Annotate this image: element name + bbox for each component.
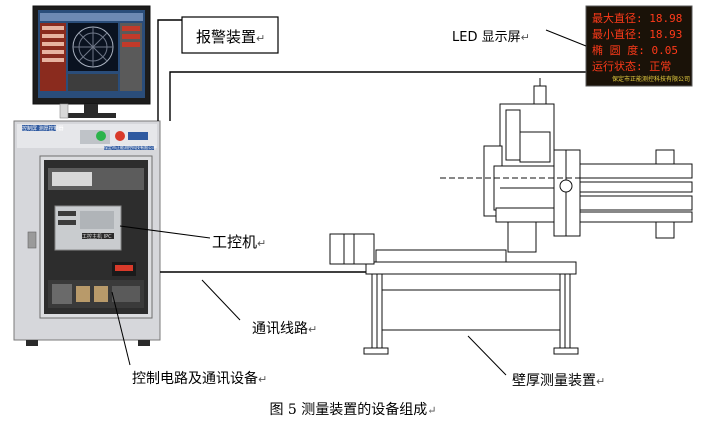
ipc-leader bbox=[119, 225, 211, 239]
alarm-line bbox=[157, 19, 182, 121]
control-leader bbox=[111, 291, 131, 366]
ipc-panel-label: 工控主机 IPC bbox=[82, 234, 112, 240]
cabinet-top-label: 控制屏 测厚控制器 bbox=[22, 126, 64, 132]
led-footer: 保定市正能测控科技有限公司 bbox=[612, 76, 691, 83]
control-cabinet bbox=[13, 120, 161, 346]
control-label: 控制电路及通讯设备↵ bbox=[132, 371, 268, 387]
comm-line-label: 通讯线路↵ bbox=[252, 321, 318, 337]
led-display bbox=[585, 5, 693, 87]
wall-leader bbox=[467, 335, 507, 376]
led-line-max: 最大直径: 18.98 bbox=[592, 12, 683, 25]
led-line-status: 运行状态: 正常 bbox=[592, 60, 672, 73]
red-button bbox=[115, 131, 125, 141]
leader-lines bbox=[111, 29, 587, 376]
comm-leader bbox=[201, 279, 241, 321]
figure-caption: 图 5 测量装置的设备组成↵ bbox=[269, 402, 437, 418]
green-button bbox=[96, 131, 106, 141]
led-label: LED 显示屏↵ bbox=[452, 30, 530, 45]
wall-gauge-label: 壁厚测量装置↵ bbox=[512, 373, 606, 389]
monitor bbox=[32, 5, 151, 119]
alarm-box bbox=[181, 16, 279, 54]
ipc-label: 工控机↵ bbox=[212, 233, 267, 251]
led-line-ovality: 椭 圆 度: 0.05 bbox=[592, 44, 678, 57]
led-line-min: 最小直径: 18.93 bbox=[592, 28, 683, 41]
connection-lines bbox=[157, 19, 586, 273]
cabinet-strip-label: 保定市正能测控科技有限公司 bbox=[104, 145, 156, 150]
led-leader bbox=[545, 29, 587, 47]
alarm-label: 报警装置↵ bbox=[196, 28, 266, 46]
led-line bbox=[169, 71, 586, 121]
wall-thickness-device bbox=[329, 78, 693, 355]
